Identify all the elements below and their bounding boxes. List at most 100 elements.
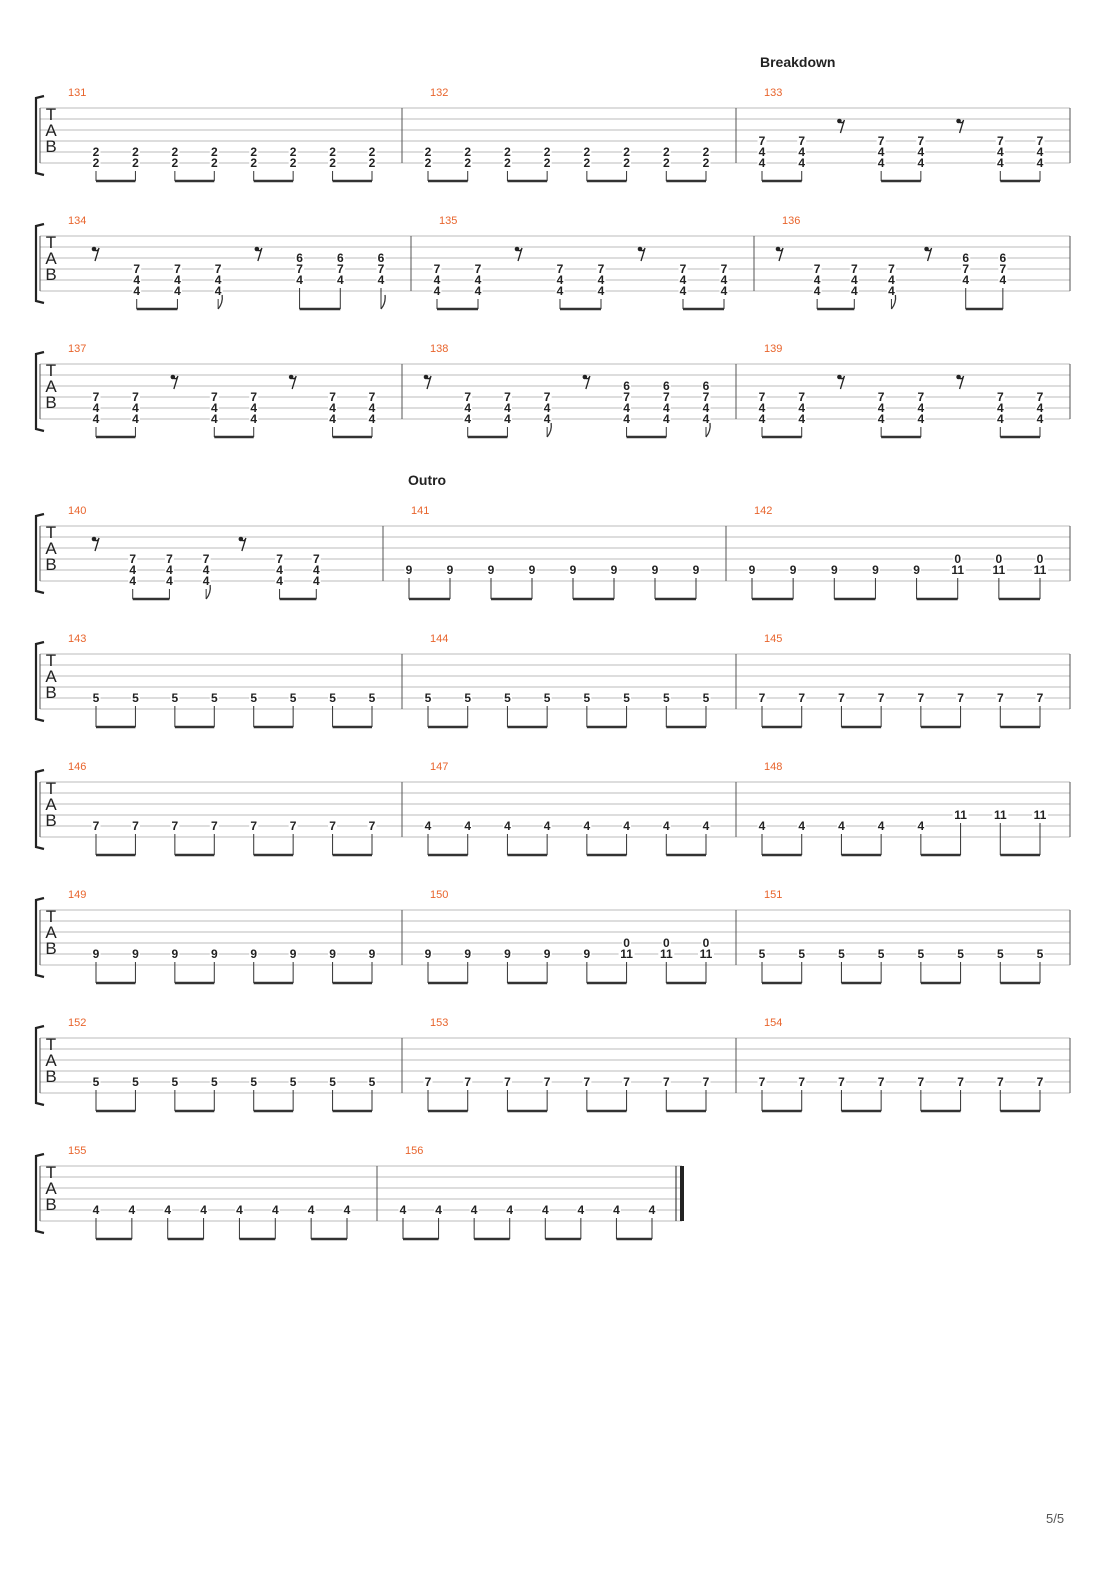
fret-number: 4 [504, 819, 511, 833]
fret-number: 4 [838, 819, 845, 833]
fret-backing [249, 403, 259, 413]
fret-backing [886, 264, 896, 274]
tab-clef-letter: T [46, 361, 56, 380]
fret-number: 11 [951, 563, 964, 577]
fret-backing [876, 147, 886, 157]
fret-backing [367, 392, 377, 402]
fret-number: 2 [211, 145, 218, 159]
fret-backing [502, 1077, 512, 1087]
fret-number: 7 [918, 1075, 925, 1089]
fret-number: 7 [378, 262, 385, 276]
fret-backing [611, 1205, 621, 1215]
fret-number: 4 [378, 273, 385, 287]
fret-backing [622, 392, 632, 402]
fret-backing [201, 565, 211, 575]
fret-backing [658, 949, 675, 959]
fret-backing [367, 147, 377, 157]
fret-backing [1035, 403, 1045, 413]
fret-backing [1032, 810, 1048, 820]
fret-number: 5 [663, 691, 670, 705]
fret-backing [295, 264, 305, 274]
fret-backing [164, 554, 174, 564]
fret-number: 4 [680, 284, 687, 298]
fret-backing [249, 1077, 259, 1087]
fret-number: 4 [344, 1203, 351, 1217]
fret-backing [367, 403, 377, 413]
measure-number: 138 [430, 343, 448, 355]
fret-backing [876, 1077, 886, 1087]
eighth-rest-stem [839, 375, 846, 390]
fret-number: 4 [276, 563, 283, 577]
fret-backing [998, 275, 1008, 285]
fret-backing [1035, 392, 1045, 402]
fret-number: 4 [400, 1203, 407, 1217]
fret-backing [622, 693, 632, 703]
eighth-rest-stem [777, 247, 784, 262]
fret-number: 9 [504, 947, 511, 961]
fret-number: 2 [93, 145, 100, 159]
fret-backing [582, 949, 592, 959]
measure-number: 152 [68, 1017, 86, 1029]
eighth-rest-stem [290, 375, 297, 390]
fret-number: 6 [296, 251, 303, 265]
measure-number: 136 [782, 215, 800, 227]
measure-number: 150 [430, 889, 448, 901]
fret-number: 9 [250, 947, 257, 961]
tab-system: TAB1312222222222222222132222222222222222… [34, 87, 1071, 183]
fret-backing [990, 565, 1007, 575]
fret-number: 2 [369, 156, 376, 170]
fret-backing [757, 403, 767, 413]
fret-backing [170, 693, 180, 703]
fret-number: 4 [542, 1203, 549, 1217]
fret-backing [582, 821, 592, 831]
tab-clef-letter: B [45, 265, 56, 284]
measure-number: 146 [68, 761, 86, 773]
fret-backing [998, 253, 1008, 263]
fret-number: 9 [529, 563, 536, 577]
fret-number: 4 [1037, 412, 1044, 426]
fret-number: 11 [1034, 563, 1047, 577]
fret-backing [542, 949, 552, 959]
eighth-rest-stem [93, 537, 100, 552]
fret-number: 2 [329, 156, 336, 170]
fret-backing [130, 821, 140, 831]
fret-backing [295, 275, 305, 285]
fret-number: 5 [464, 691, 471, 705]
fret-backing [170, 158, 180, 168]
fret-backing [367, 158, 377, 168]
system-bracket [34, 512, 45, 595]
fret-backing [130, 414, 140, 424]
fret-backing [555, 264, 565, 274]
fret-number: 4 [166, 574, 173, 588]
measure-number: 155 [68, 1145, 86, 1157]
fret-number: 5 [997, 947, 1004, 961]
fret-backing [132, 275, 142, 285]
fret-number: 7 [759, 134, 766, 148]
fret-number: 4 [918, 156, 925, 170]
tab-system: TAB1377447447447447447441387447447446744… [34, 343, 1071, 439]
fret-backing [376, 275, 386, 285]
fret-backing [757, 136, 767, 146]
fret-backing [288, 1077, 298, 1087]
fret-number: 4 [250, 412, 257, 426]
fret-number: 7 [132, 819, 139, 833]
system-bracket [34, 94, 45, 177]
fret-backing [201, 576, 211, 586]
fret-backing [876, 821, 886, 831]
fret-backing [542, 821, 552, 831]
fret-backing [270, 1205, 280, 1215]
fret-number: 4 [544, 819, 551, 833]
fret-number: 5 [1037, 947, 1044, 961]
fret-backing [678, 286, 688, 296]
fret-number: 11 [660, 947, 673, 961]
fret-backing [596, 264, 606, 274]
fret-number: 2 [663, 156, 670, 170]
fret-number: 7 [133, 262, 140, 276]
fret-backing [249, 392, 259, 402]
fret-backing [213, 286, 223, 296]
fret-backing [328, 403, 338, 413]
fret-backing [747, 565, 757, 575]
fret-backing [527, 565, 537, 575]
fret-number: 4 [164, 1203, 171, 1217]
